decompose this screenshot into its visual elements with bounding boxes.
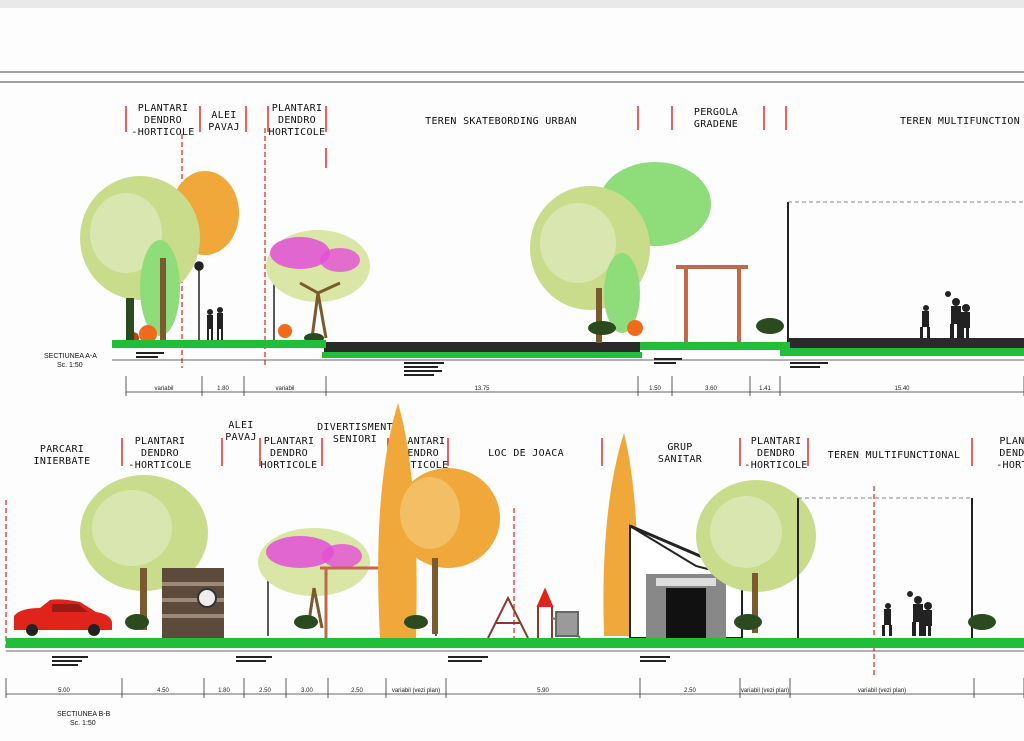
tree-group-mid-b bbox=[378, 403, 500, 638]
zone-label: SANITAR bbox=[658, 454, 703, 465]
zone-label: HORTICOLE bbox=[261, 460, 318, 471]
zone-label: PAVAJ bbox=[208, 122, 240, 133]
dimension-line-b: 5.00 4.50 1.80 2.50 3.00 2.50 variabil (vezi p… bbox=[5, 678, 1024, 698]
dimension-label: 2.50 bbox=[259, 688, 271, 694]
dimension-label: 4.50 bbox=[157, 688, 169, 694]
dimension-line-a: variabil 1.80 variabil 13.75 1.50 3.60 1.41 15.… bbox=[125, 376, 1024, 396]
flowering-tree-a bbox=[266, 230, 370, 343]
zone-label: PLANTARI bbox=[264, 436, 315, 447]
zone-label: -HORTICOLE bbox=[744, 460, 807, 471]
kiosk bbox=[162, 568, 224, 638]
tree-group-left-a bbox=[80, 171, 239, 348]
dimension-label: 3.00 bbox=[301, 688, 313, 694]
flowering-tree-b bbox=[258, 528, 370, 629]
tree-group-right-a bbox=[530, 162, 711, 343]
skate-surface bbox=[324, 342, 640, 354]
dimension-label: 5.00 bbox=[58, 688, 70, 694]
zone-label: PARCARI bbox=[40, 444, 84, 455]
zone-label: -HORT bbox=[996, 460, 1024, 471]
zone-label: TEREN MULTIFUNCTION bbox=[900, 116, 1020, 127]
zone-label: -HORTICOLE bbox=[131, 127, 194, 138]
pedestrians bbox=[207, 307, 223, 341]
section-a-a: PLANTARIDENDRO-HORTICOLEALEIPAVAJPLANTAR… bbox=[44, 103, 1024, 396]
zone-label: TEREN SKATEBORDING URBAN bbox=[425, 116, 577, 127]
tree-group-right-b bbox=[696, 480, 816, 633]
dimension-label: 1.50 bbox=[649, 386, 661, 392]
zone-label: HORTICOLE bbox=[269, 127, 326, 138]
zone-label: DENDRO bbox=[270, 448, 308, 459]
dimension-label: 1.41 bbox=[759, 386, 771, 392]
zone-label: -HORTICOLE bbox=[128, 460, 191, 471]
zone-label: DEND bbox=[999, 448, 1024, 459]
car bbox=[14, 599, 112, 636]
zone-label: HORTICOLE bbox=[392, 460, 449, 471]
zone-label: PLAN bbox=[999, 436, 1024, 447]
multifunctional-court-b bbox=[797, 497, 996, 648]
zone-label: PLANTARI bbox=[138, 103, 189, 114]
zone-label: DENDRO bbox=[141, 448, 179, 459]
playground bbox=[487, 587, 581, 639]
zone-label: PLANTARI bbox=[395, 436, 446, 447]
dimension-label: variabil bbox=[275, 386, 294, 392]
zone-label: DENDRO bbox=[401, 448, 439, 459]
zone-label: PLANTARI bbox=[135, 436, 186, 447]
zone-label: ALEI bbox=[211, 110, 236, 121]
zone-label: PLANTARI bbox=[751, 436, 802, 447]
zone-label: GRUP bbox=[667, 442, 692, 453]
dimension-label: 1.80 bbox=[217, 386, 229, 392]
dimension-label: 5.90 bbox=[537, 688, 549, 694]
section-a-scale: Sc. 1:50 bbox=[57, 362, 83, 369]
grass-strip bbox=[6, 638, 1024, 648]
section-b-scale: Sc. 1:50 bbox=[70, 720, 96, 727]
zone-label: TEREN MULTIFUNCTIONAL bbox=[828, 450, 961, 461]
section-b-b: PARCARIINIERBATEPLANTARIDENDRO-HORTICOLE… bbox=[5, 403, 1024, 727]
section-drawing: PLANTARIDENDRO-HORTICOLEALEIPAVAJPLANTAR… bbox=[0, 71, 1024, 727]
dimension-label: 15.40 bbox=[894, 386, 910, 392]
pergola bbox=[676, 265, 748, 343]
zone-label: LOC DE JOACA bbox=[488, 448, 564, 459]
dimension-label: variabil (vezi plan) bbox=[741, 688, 789, 694]
grass-strip bbox=[112, 340, 326, 348]
zone-label: PERGOLA bbox=[694, 107, 738, 118]
dimension-label: 2.50 bbox=[351, 688, 363, 694]
zone-label: PAVAJ bbox=[225, 432, 257, 443]
zone-label: DENDRO bbox=[144, 115, 182, 126]
dimension-label: 2.50 bbox=[684, 688, 696, 694]
zone-label: DIVERTISMENT bbox=[317, 422, 393, 433]
zone-label: INIERBATE bbox=[34, 456, 91, 467]
dimension-label: 13.75 bbox=[474, 386, 490, 392]
dimension-label: 3.60 bbox=[705, 386, 717, 392]
zone-label: ALEI bbox=[228, 420, 253, 431]
dimension-label: variabil (vezi plan) bbox=[392, 688, 440, 694]
tree-group-left-b bbox=[80, 475, 208, 630]
zone-label: DENDRO bbox=[278, 115, 316, 126]
multifunctional-court-a bbox=[787, 201, 1024, 348]
zone-label: SENIORI bbox=[333, 434, 377, 445]
dimension-label: variabil bbox=[154, 386, 173, 392]
section-a-title: SECTIUNEA A-A bbox=[44, 353, 97, 360]
section-b-title: SECTIUNEA B-B bbox=[57, 711, 111, 718]
zone-label: GRADENE bbox=[694, 119, 738, 130]
sanitary-building bbox=[629, 524, 743, 639]
zone-label: PLANTARI bbox=[272, 103, 323, 114]
cypress-tree bbox=[603, 433, 638, 636]
zone-label: DENDRO bbox=[757, 448, 795, 459]
dimension-label: variabil (vezi plan) bbox=[858, 688, 906, 694]
dimension-label: 1.80 bbox=[218, 688, 230, 694]
